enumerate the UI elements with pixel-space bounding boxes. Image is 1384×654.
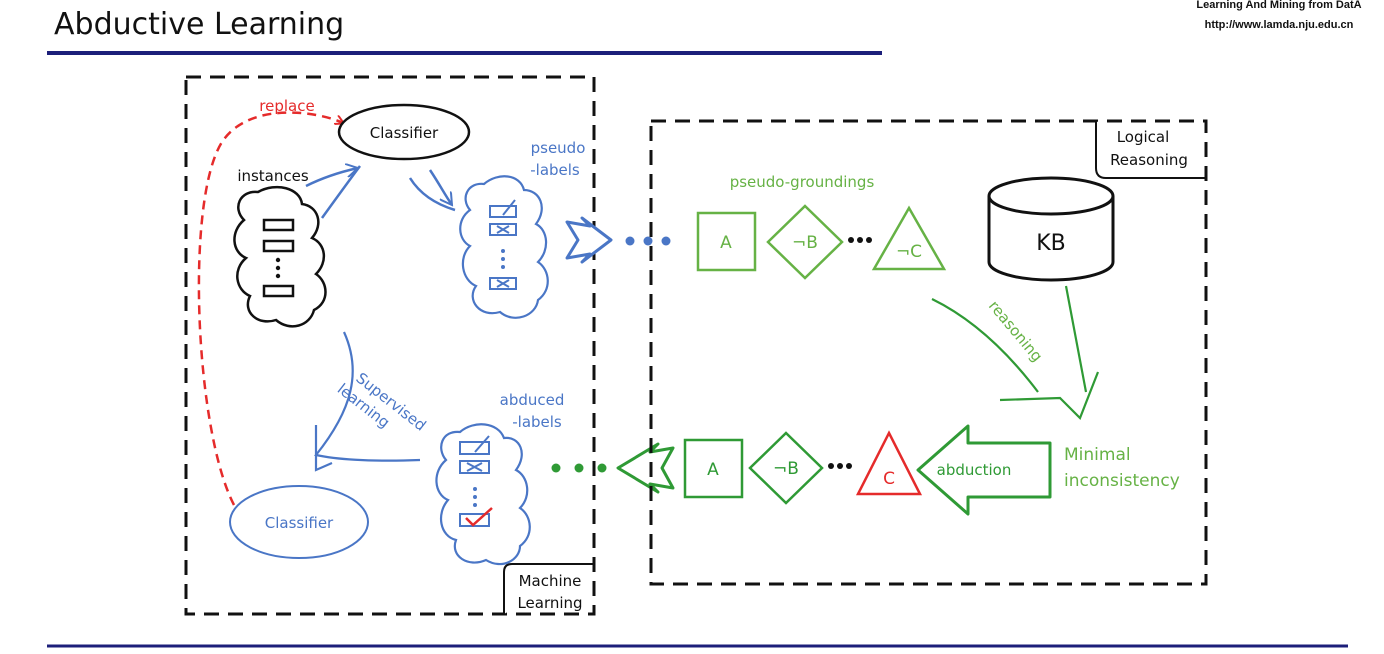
knowledge-base-cylinder: KB (987, 176, 1115, 282)
dot (837, 463, 843, 469)
reasoning-label: reasoning (985, 297, 1046, 365)
to-reasoning-arrow (565, 216, 613, 264)
logical-reasoning-panel: Logical Reasoning (649, 119, 1208, 586)
minimal-line1: Minimal (1064, 445, 1131, 465)
classifier-to-labels-arrow-2 (408, 177, 456, 212)
abduction-arrow (916, 424, 1052, 516)
machine-label-line2: Learning (517, 594, 582, 612)
supervised-learning-arrowhead (314, 425, 333, 472)
dot (848, 237, 854, 243)
grounding-a-bottom: A (683, 438, 744, 499)
grounding-c-bottom: C (855, 430, 923, 496)
to-learning-arrow (616, 442, 675, 494)
grounding-a-top: A (696, 211, 757, 272)
dot (866, 237, 872, 243)
symbol-a-bottom: A (707, 460, 719, 480)
supervised-label-group: Supervised learning (334, 369, 430, 435)
instances-label: instances (237, 167, 309, 185)
replace-label: replace (259, 97, 314, 115)
grounding-b-top: ¬B (766, 204, 844, 280)
machine-learning-panel: Machine Learning (184, 75, 596, 616)
classifier-top-label: Classifier (370, 124, 439, 142)
dot (828, 463, 834, 469)
classifier-bottom[interactable]: Classifier (229, 485, 369, 559)
pseudo-labels-cloud (459, 175, 549, 319)
classifier-to-labels-arrow (428, 169, 452, 205)
dot (551, 463, 561, 473)
lab-name: Learning And Mining from DatA (1196, 0, 1361, 11)
reasoning-arrowhead (999, 371, 1100, 420)
abduced-labels-line1: abduced (500, 391, 565, 409)
instances-to-classifier-arrow-2 (320, 165, 362, 219)
instances-to-classifier-arrow (305, 168, 358, 188)
abduced-labels-cloud (435, 423, 531, 566)
logical-label-line1: Logical (1117, 128, 1170, 146)
dot (574, 463, 584, 473)
grounding-c-top: ¬C (871, 205, 947, 271)
slide-title: Abductive Learning (54, 7, 344, 42)
abduced-labels-line2: -labels (512, 413, 562, 431)
minimal-line2: inconsistency (1064, 471, 1180, 491)
abduction-label: abduction (937, 461, 1012, 479)
reasoning-arrow-right (1064, 285, 1088, 393)
pseudo-groundings-label: pseudo-groundings (730, 173, 875, 191)
symbol-b-bottom: ¬B (773, 459, 799, 479)
pseudo-labels-line2: -labels (530, 161, 580, 179)
symbol-c-bottom: C (883, 469, 895, 489)
symbol-c-top: ¬C (896, 242, 922, 262)
classifier-top[interactable]: Classifier (337, 103, 471, 161)
dot (625, 236, 635, 246)
pseudo-labels-line1: pseudo (531, 139, 586, 157)
machine-label-line1: Machine (519, 572, 582, 590)
dot (661, 236, 671, 246)
logical-label-line2: Reasoning (1110, 151, 1188, 169)
supervised-learning-arrow (314, 331, 421, 462)
dot (597, 463, 607, 473)
kb-label: KB (1036, 231, 1066, 256)
dot (857, 237, 863, 243)
reasoning-arrow-left (931, 298, 1039, 393)
classifier-bottom-label: Classifier (265, 514, 334, 532)
dot (846, 463, 852, 469)
symbol-a-top: A (720, 233, 732, 253)
lab-url[interactable]: http://www.lamda.nju.edu.cn (1205, 19, 1354, 31)
replace-arrow (197, 111, 343, 506)
instances-cloud (233, 185, 327, 328)
grounding-b-bottom: ¬B (748, 431, 824, 505)
symbol-b-top: ¬B (792, 233, 818, 253)
dot (643, 236, 653, 246)
